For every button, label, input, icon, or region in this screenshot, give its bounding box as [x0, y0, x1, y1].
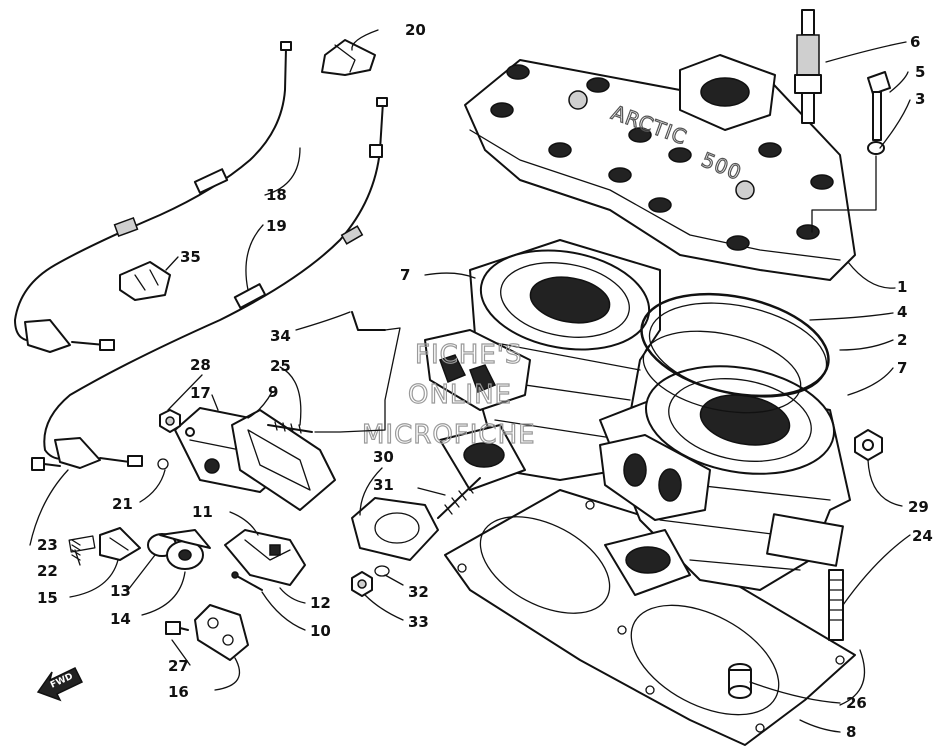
callout-3: 3 [915, 90, 925, 108]
callout-35: 35 [180, 248, 201, 266]
nut-28 [159, 409, 181, 433]
callout-19: 19 [266, 217, 287, 235]
callout-32: 32 [408, 583, 429, 601]
base-gasket [444, 489, 856, 746]
oring-21 [157, 458, 169, 470]
callout-31: 31 [373, 476, 394, 494]
callout-4: 4 [897, 303, 907, 321]
screw-27 [165, 621, 189, 635]
stud-31 [437, 477, 481, 519]
leader-lines [29, 29, 911, 733]
callout-9: 9 [268, 383, 278, 401]
callout-23: 23 [37, 536, 58, 554]
callout-22: 22 [37, 562, 58, 580]
watermark: FICHE'S ONLINE MICROFICHE [361, 339, 536, 450]
cable-18 [14, 41, 292, 353]
watermark-line-1: FICHE'S [415, 340, 522, 370]
callout-17: 17 [190, 384, 211, 402]
head-bolt [867, 71, 891, 155]
callout-15: 15 [37, 589, 58, 607]
watermark-line-2: ONLINE [408, 380, 512, 410]
callout-8: 8 [846, 723, 856, 741]
valve-gasket [231, 409, 336, 511]
callout-7-rear: 7 [400, 266, 410, 284]
spark-plug [794, 9, 822, 124]
callout-20: 20 [405, 21, 426, 39]
cylinder-head: ARCTIC 500 [464, 54, 856, 281]
callout-7-front: 7 [897, 359, 907, 377]
exhaust-gasket-30 [351, 497, 439, 561]
pin-34 [351, 311, 386, 331]
pin-10 [231, 571, 263, 591]
valve-15 [99, 527, 141, 561]
callout-18: 18 [266, 186, 287, 204]
callout-2: 2 [897, 331, 907, 349]
callout-27: 27 [168, 657, 189, 675]
valve-body-11-12 [224, 529, 306, 586]
spring-22 [68, 535, 96, 561]
callout-1: 1 [897, 278, 907, 296]
nut-33 [351, 571, 373, 597]
callout-26: 26 [846, 694, 867, 712]
callout-25: 25 [270, 357, 291, 375]
callouts: 1 2 3 4 5 6 7 7 8 9 10 11 12 13 14 15 16… [37, 21, 933, 741]
bracket-35 [119, 261, 171, 301]
gasket-16 [194, 604, 249, 661]
clip-20 [321, 39, 376, 76]
callout-14: 14 [110, 610, 131, 628]
cable-19 [43, 97, 388, 469]
exhaust-flanges [439, 424, 691, 596]
head-gaskets [640, 292, 830, 414]
callout-11: 11 [192, 503, 213, 521]
callout-30: 30 [373, 448, 394, 466]
forward-arrow: FWD [36, 667, 84, 702]
studs [728, 429, 883, 699]
callout-33: 33 [408, 613, 429, 631]
washer-32 [374, 565, 390, 577]
callout-24: 24 [912, 527, 933, 545]
callout-34: 34 [270, 327, 291, 345]
stud-25 [267, 421, 313, 434]
callout-10: 10 [310, 622, 331, 640]
cap-13-14 [147, 529, 211, 570]
callout-12: 12 [310, 594, 331, 612]
intake-ports [424, 329, 711, 521]
screw-23 [31, 457, 61, 471]
callout-28: 28 [190, 356, 211, 374]
watermark-line-3: MICROFICHE [362, 420, 536, 450]
callout-21: 21 [112, 495, 133, 513]
callout-29: 29 [908, 498, 929, 516]
callout-13: 13 [110, 582, 131, 600]
callout-16: 16 [168, 683, 189, 701]
callout-5: 5 [915, 63, 925, 81]
callout-6: 6 [910, 33, 920, 51]
